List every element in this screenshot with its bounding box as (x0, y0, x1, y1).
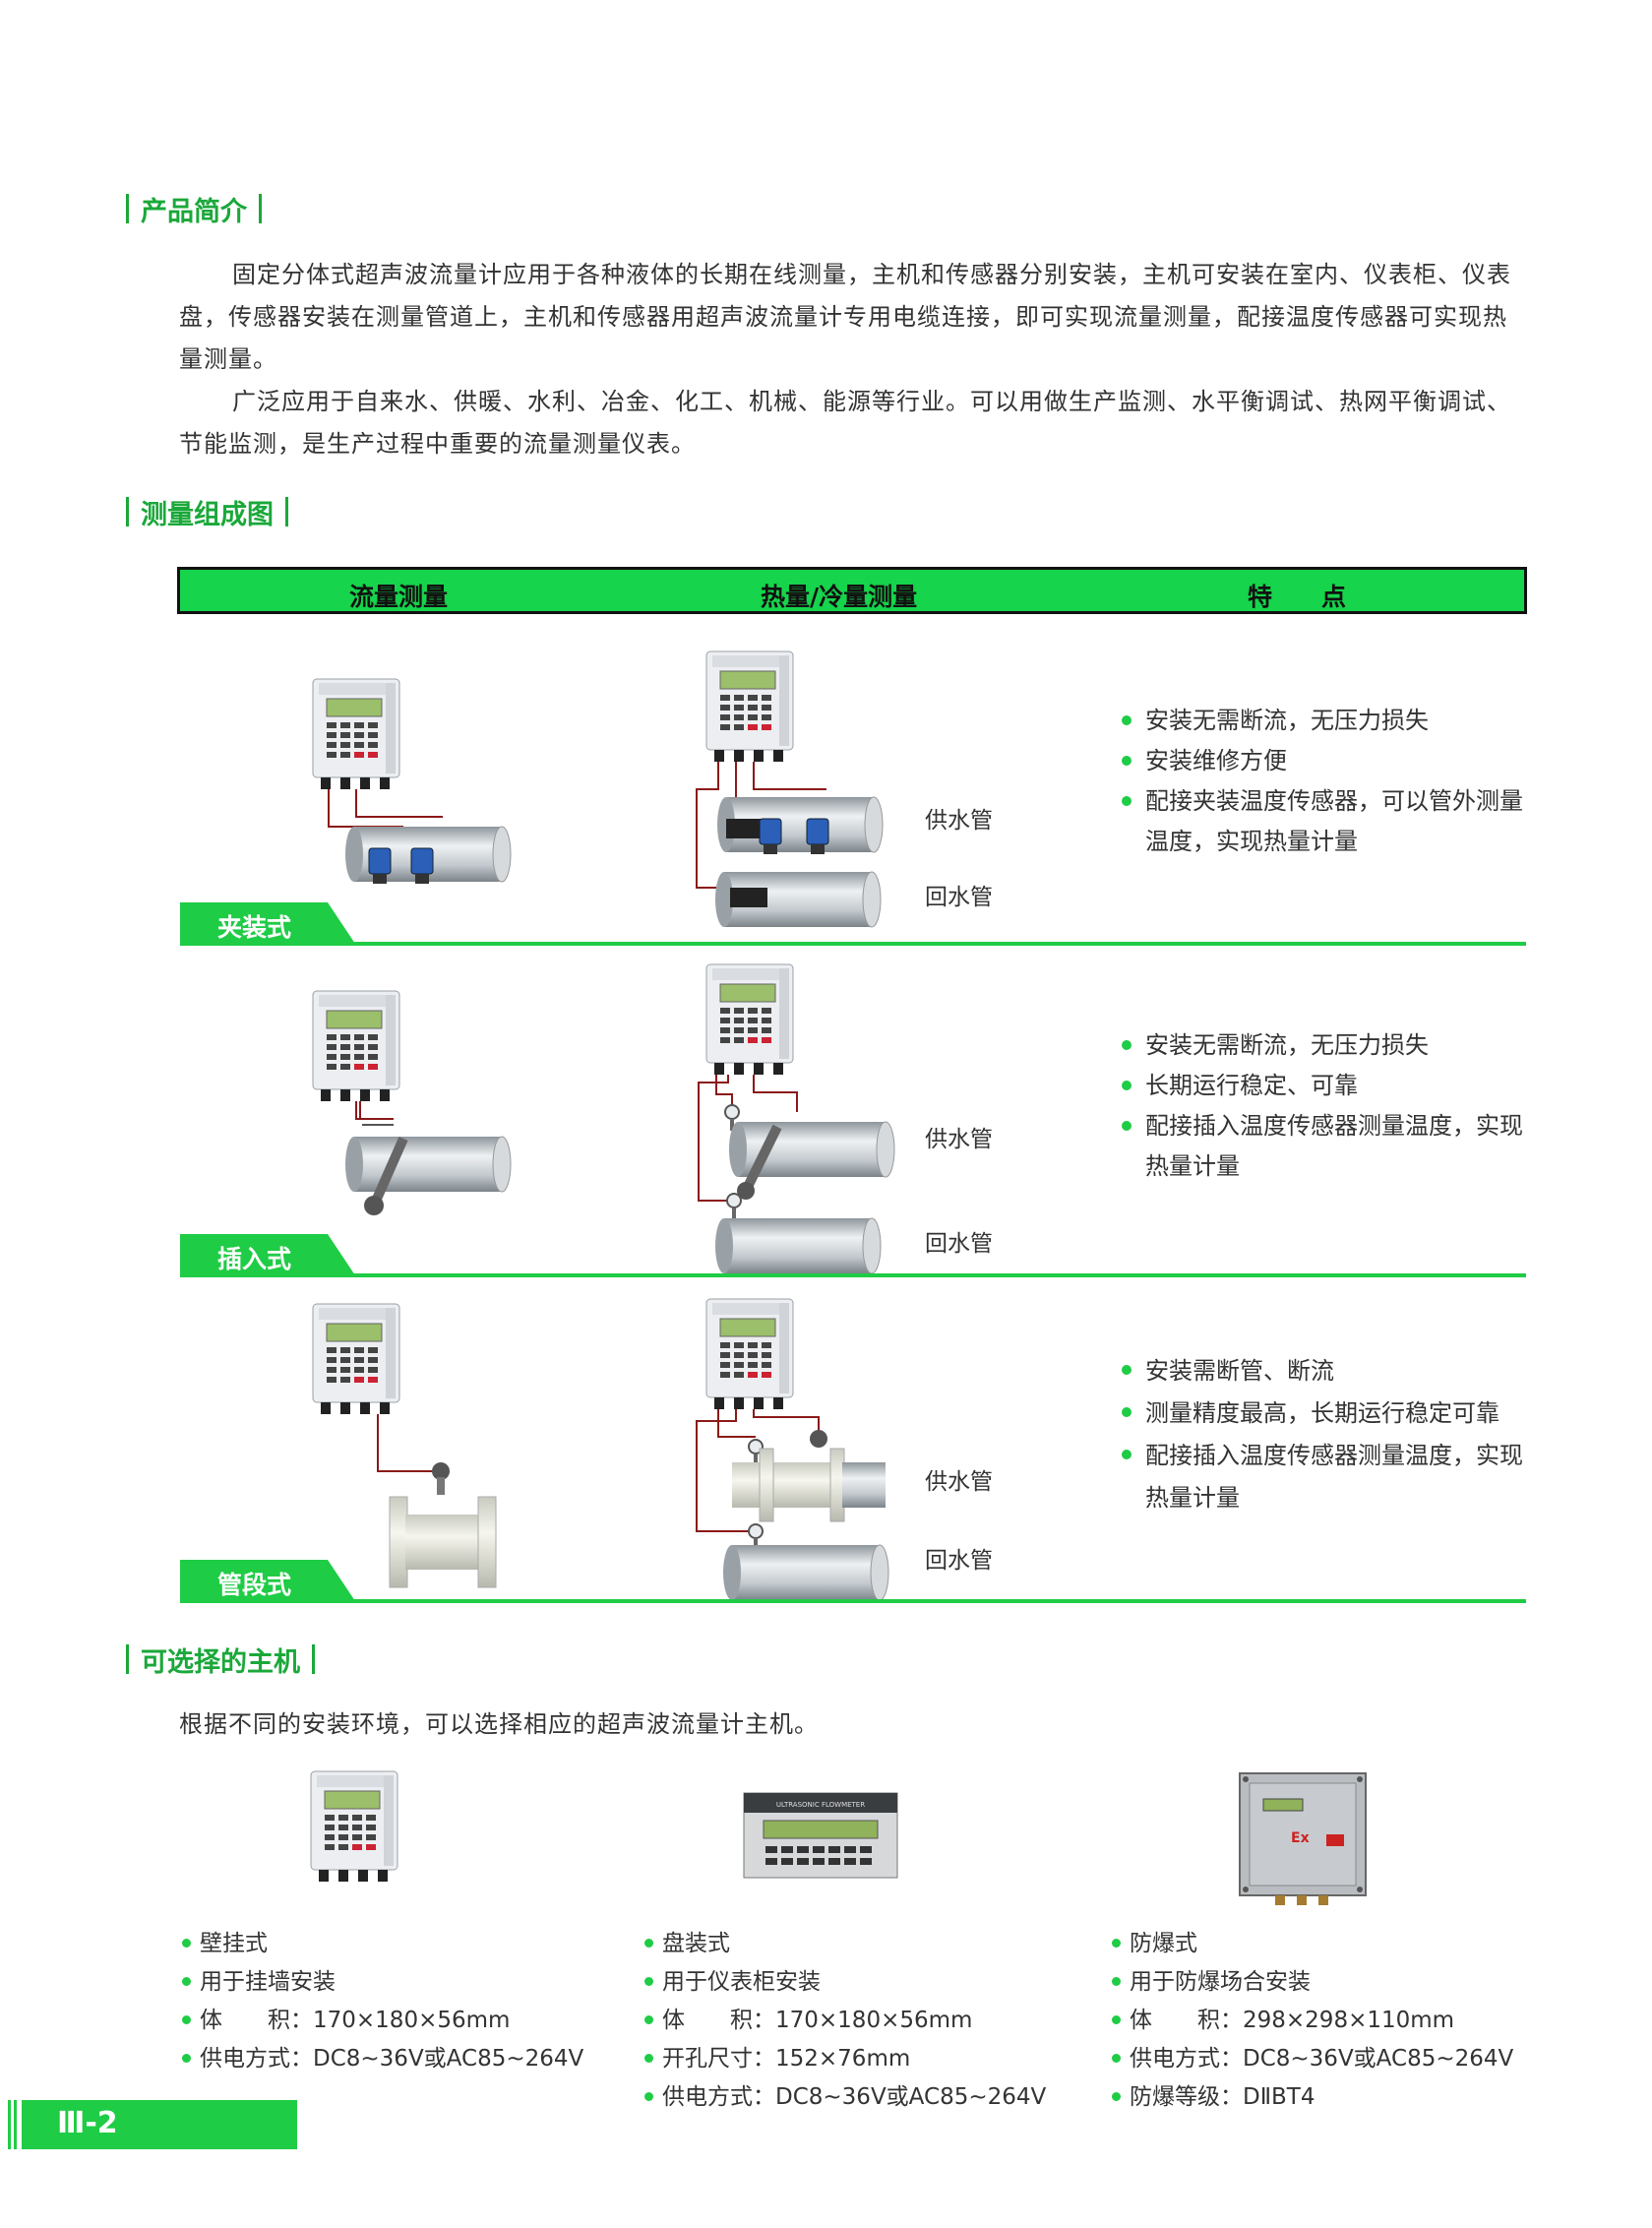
spec-item: 防爆等级：DⅡBT4 (1110, 2078, 1513, 2117)
feature-item: 安装无需断流，无压力损失 (1122, 701, 1535, 741)
tag-label: 插入式 (217, 1245, 292, 1273)
intro-text: 固定分体式超声波流量计应用于各种液体的长期在线测量，主机和传感器分别安装，主机可… (179, 254, 1527, 465)
section-title-text: 产品简介 (141, 196, 247, 227)
panel-mount-host-image: ULTRASONIC FLOWMETER (743, 1792, 898, 1879)
panel-screen-text: ULTRASONIC FLOWMETER (776, 1801, 865, 1809)
tag-label: 夹装式 (217, 913, 292, 942)
footer-line (8, 2100, 11, 2149)
page-number-tab: Ⅲ-2 (8, 2100, 297, 2149)
intro-paragraph-1: 固定分体式超声波流量计应用于各种液体的长期在线测量，主机和传感器分别安装，主机可… (179, 261, 1511, 373)
ex-mark: Ex (1291, 1830, 1310, 1846)
row-divider (180, 1599, 1526, 1603)
host-spec-wall: 壁挂式 用于挂墙安装 体 积：170×180×56mm 供电方式：DC8~36V… (180, 1925, 583, 2078)
supply-pipe-label: 供水管 (925, 808, 993, 834)
supply-pipe-label: 供水管 (925, 1469, 993, 1495)
spec-item: 体 积：298×298×110mm (1110, 2002, 1513, 2040)
tag-clamp: 夹装式 (180, 902, 355, 944)
title-bar-right (312, 1644, 315, 1674)
explosion-proof-host-image: Ex (1239, 1772, 1367, 1905)
return-pipe-label: 回水管 (925, 1548, 993, 1574)
spec-item: 供电方式：DC8~36V或AC85~264V (180, 2040, 583, 2078)
supply-pipe-label: 供水管 (925, 1127, 993, 1152)
features-spool: 安装需断管、断流 测量精度最高，长期运行稳定可靠 配接插入温度传感器测量温度，实… (1122, 1350, 1535, 1519)
tag-insertion: 插入式 (180, 1234, 355, 1275)
feature-item: 长期运行稳定、可靠 (1122, 1066, 1535, 1106)
spec-item: 用于防爆场合安装 (1110, 1963, 1513, 2002)
section-title-hosts: 可选择的主机 (126, 1640, 315, 1679)
diagram-spool-flow (312, 1303, 497, 1588)
title-bar-right (285, 497, 288, 526)
diagram-clamp-flow (312, 678, 512, 885)
spec-item: 体 积：170×180×56mm (180, 2002, 583, 2040)
host-name: 壁挂式 (180, 1925, 583, 1963)
section-title-intro: 产品简介 (126, 189, 262, 228)
row-divider (180, 1273, 1526, 1277)
title-bar-left (126, 497, 129, 526)
page-number: Ⅲ-2 (57, 2106, 118, 2140)
tag-label: 管段式 (217, 1571, 292, 1599)
feature-item: 安装维修方便 (1122, 741, 1535, 781)
feature-item: 安装无需断流，无压力损失 (1122, 1025, 1535, 1066)
spec-item: 开孔尺寸：152×76mm (642, 2040, 1046, 2078)
diagram-insertion-heat (698, 963, 895, 1274)
intro-paragraph-2: 广泛应用于自来水、供暖、水利、冶金、化工、机械、能源等行业。可以用做生产监测、水… (179, 388, 1511, 458)
features-clamp: 安装无需断流，无压力损失 安装维修方便 配接夹装温度传感器，可以管外测量温度，实… (1122, 701, 1535, 862)
hosts-intro: 根据不同的安装环境，可以选择相应的超声波流量计主机。 (179, 1710, 819, 1738)
spec-item: 用于挂墙安装 (180, 1963, 583, 2002)
host-name: 盘装式 (642, 1925, 1046, 1963)
wall-mount-host-image (310, 1770, 398, 1883)
title-bar-left (126, 194, 129, 223)
title-bar-left (126, 1644, 129, 1674)
return-pipe-label: 回水管 (925, 885, 993, 910)
section-title-text: 测量组成图 (141, 499, 274, 530)
section-title-text: 可选择的主机 (141, 1646, 300, 1678)
section-title-composition: 测量组成图 (126, 492, 288, 531)
spec-item: 体 积：170×180×56mm (642, 2002, 1046, 2040)
feature-item: 配接插入温度传感器测量温度，实现热量计量 (1122, 1435, 1535, 1519)
diagram-clamp-heat (696, 650, 884, 928)
features-insertion: 安装无需断流，无压力损失 长期运行稳定、可靠 配接插入温度传感器测量温度，实现热… (1122, 1025, 1535, 1187)
feature-item: 安装需断管、断流 (1122, 1350, 1535, 1392)
tag-spool: 管段式 (180, 1560, 355, 1601)
footer-line (14, 2100, 17, 2149)
host-spec-panel: 盘装式 用于仪表柜安装 体 积：170×180×56mm 开孔尺寸：152×76… (642, 1925, 1046, 2117)
header-features: 特 点 (1248, 583, 1347, 611)
diagram-spool-heat (696, 1298, 889, 1601)
title-bar-right (259, 194, 262, 223)
row-divider (180, 942, 1526, 946)
diagram-insertion-flow (312, 990, 512, 1215)
composition-table-header: 流量测量 热量/冷量测量 特 点 (177, 567, 1527, 614)
feature-item: 配接插入温度传感器测量温度，实现热量计量 (1122, 1106, 1535, 1187)
host-name: 防爆式 (1110, 1925, 1513, 1963)
feature-item: 测量精度最高，长期运行稳定可靠 (1122, 1392, 1535, 1435)
return-pipe-label: 回水管 (925, 1231, 993, 1257)
host-spec-explosion-proof: 防爆式 用于防爆场合安装 体 积：298×298×110mm 供电方式：DC8~… (1110, 1925, 1513, 2117)
spec-item: 用于仪表柜安装 (642, 1963, 1046, 2002)
spec-item: 供电方式：DC8~36V或AC85~264V (642, 2078, 1046, 2117)
header-heat: 热量/冷量测量 (761, 583, 918, 611)
spec-item: 供电方式：DC8~36V或AC85~264V (1110, 2040, 1513, 2078)
feature-item: 配接夹装温度传感器，可以管外测量温度，实现热量计量 (1122, 781, 1535, 862)
header-flow: 流量测量 (349, 583, 449, 611)
